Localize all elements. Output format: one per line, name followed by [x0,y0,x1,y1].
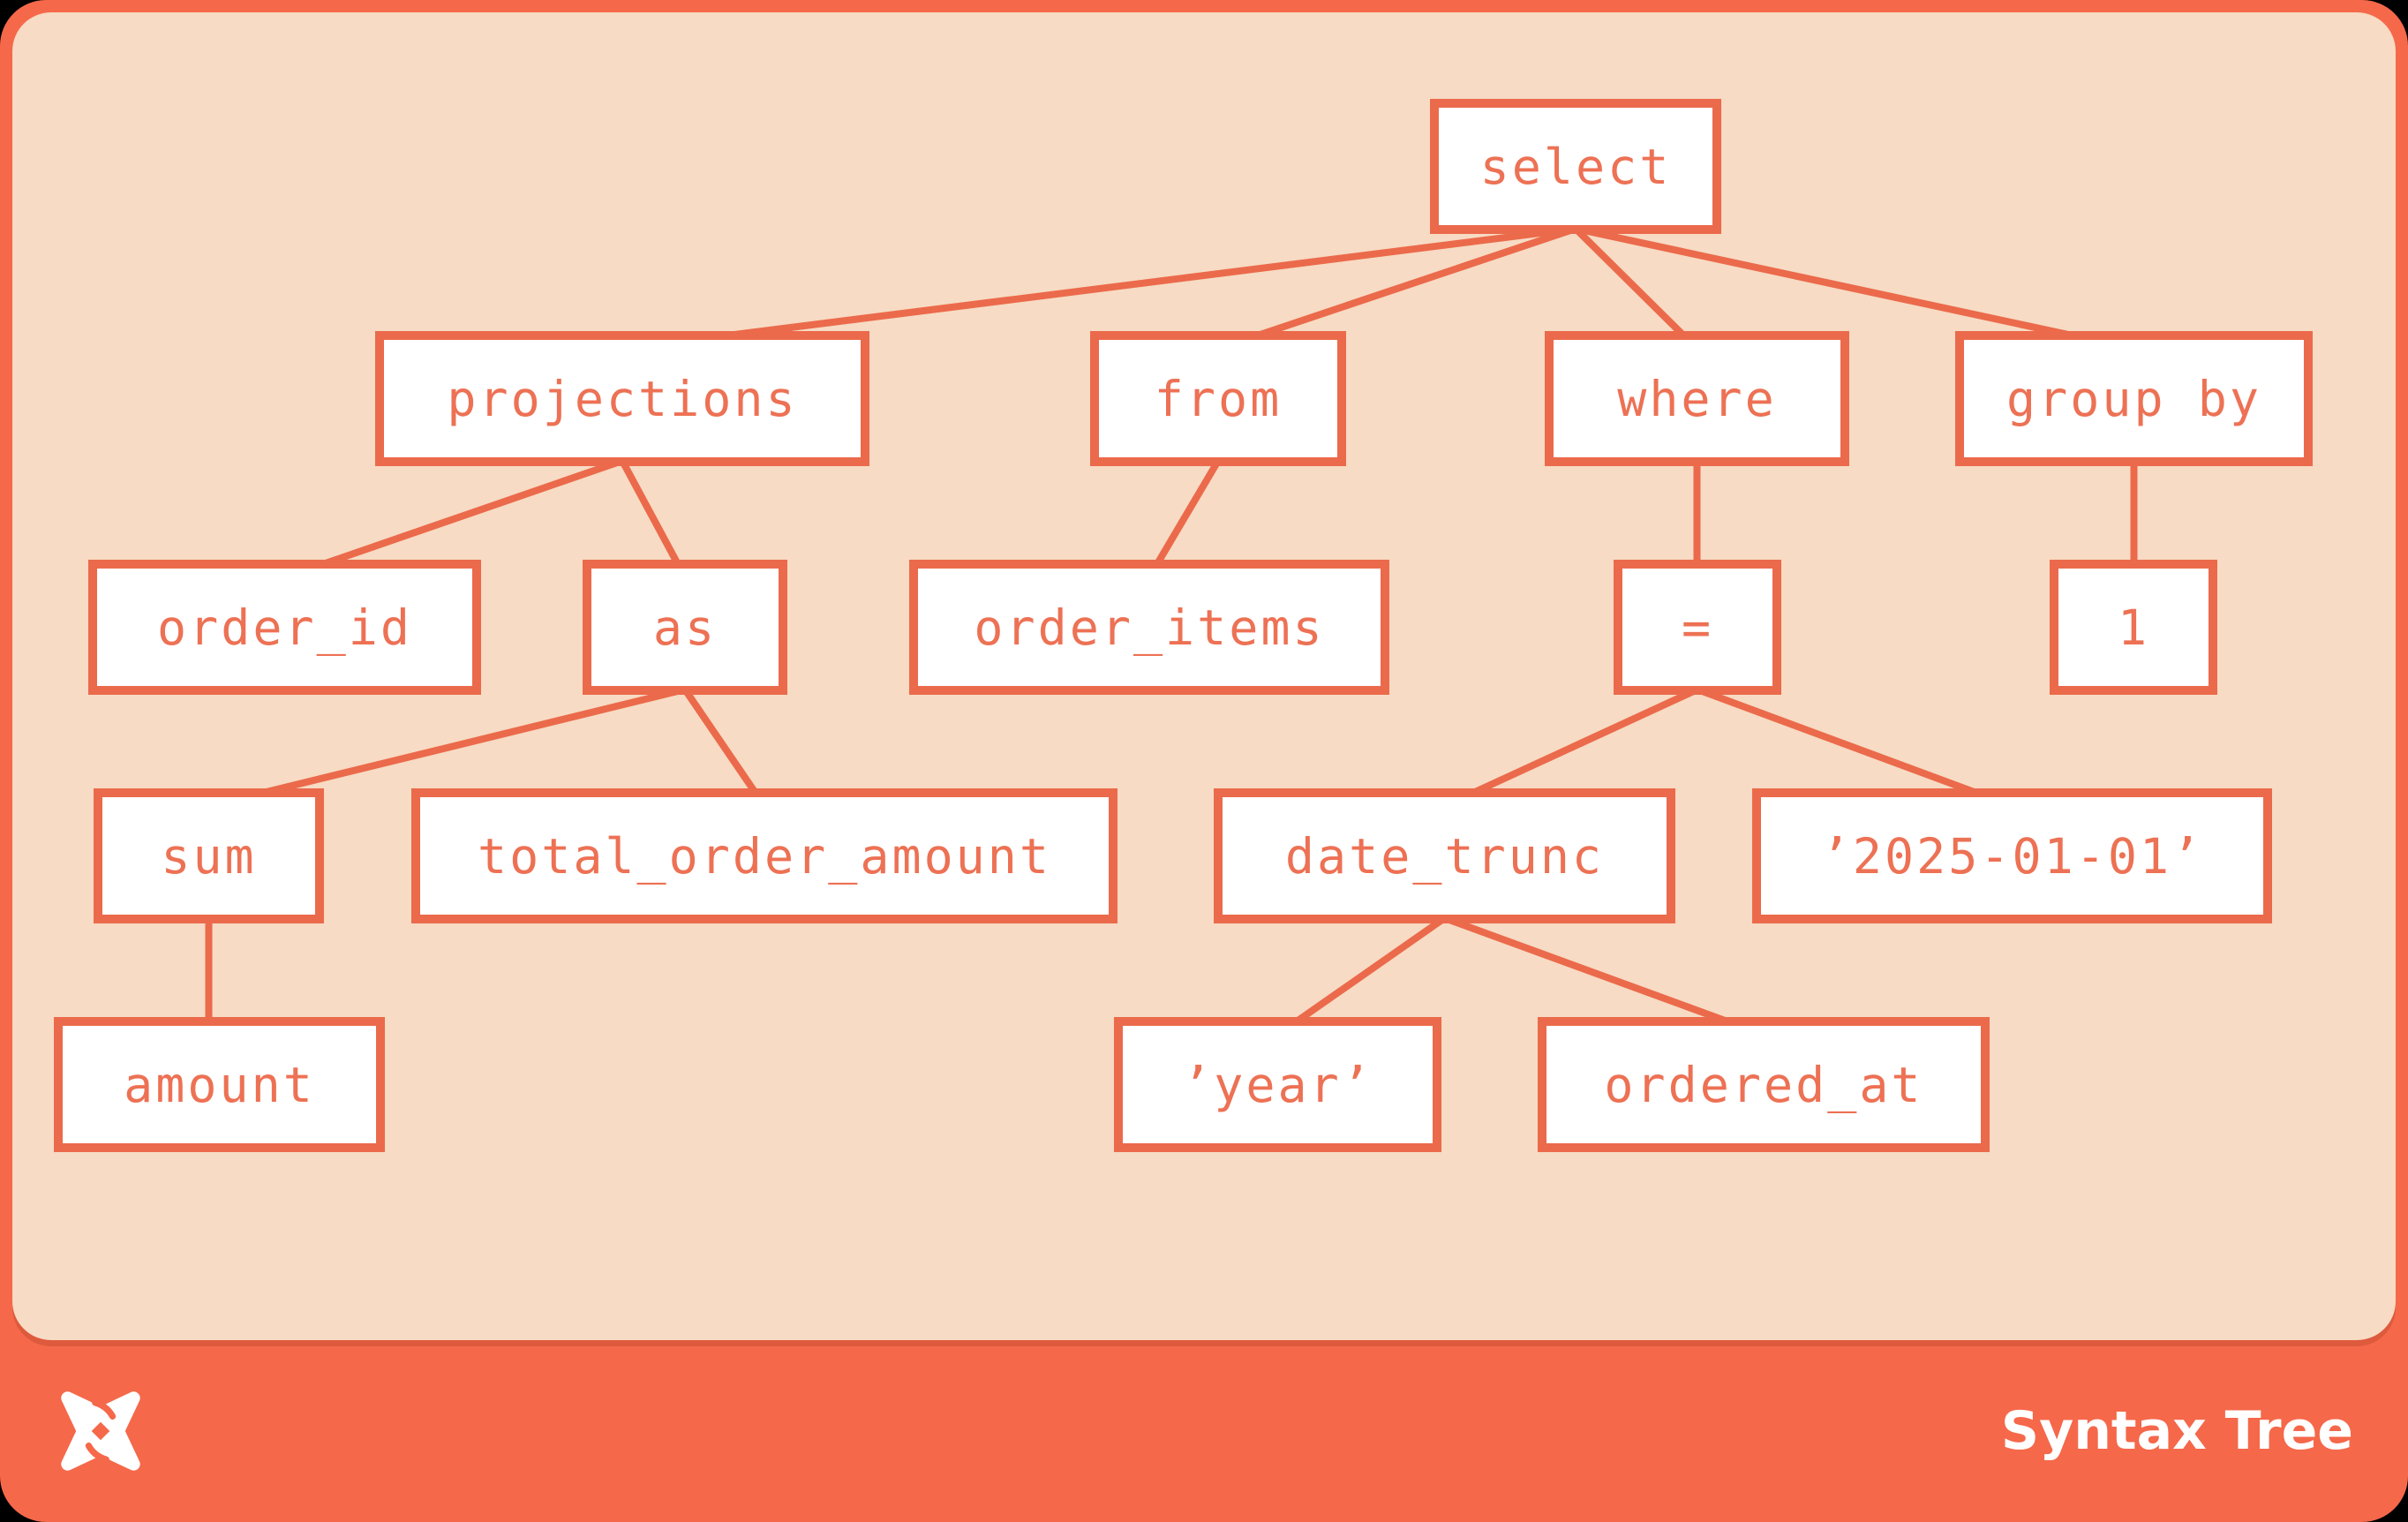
node-amount: amount [54,1017,385,1152]
dbt-logo-icon [61,1391,140,1471]
node-sum: sum [94,788,324,923]
node-label: ordered_at [1604,1056,1923,1113]
dbt-logo-notch-bottom [85,1443,109,1463]
node-label: order_id [157,599,412,656]
edge-date-trunc-to-literal-year [1275,915,1447,1038]
node-select: select [1430,99,1721,234]
node-label: ’year’ [1182,1056,1373,1113]
node-label: sum [161,827,257,885]
node-label: where [1617,370,1777,427]
node-projections: projections [375,331,869,466]
node-date-trunc: date_trunc [1214,788,1675,923]
edge-equals-to-literal-2025 [1696,686,2013,810]
edge-equals-to-date-trunc [1442,686,1699,810]
edge-select-to-where [1573,226,1700,351]
node-one: 1 [2050,560,2217,695]
footer-bar: Syntax Tree [0,1340,2408,1522]
node-label: amount [124,1056,315,1113]
node-label: 1 [2117,599,2150,656]
node-from: from [1090,331,1346,466]
edge-as-to-sum [207,686,686,810]
edge-date-trunc-to-ordered-at [1443,915,1765,1038]
node-order-items: order_items [909,560,1389,695]
brand-title: Syntax Tree [2000,1400,2353,1462]
node-label: select [1479,138,1672,195]
node-label: ’2025-01-01’ [1820,827,2204,885]
node-label: from [1154,370,1283,427]
dbt-logo-notch-top [92,1399,117,1420]
node-label: total_order_amount [477,827,1052,885]
node-where: where [1545,331,1849,466]
node-group-by: group by [1955,331,2313,466]
node-label: projections [447,370,798,427]
node-total-order-amount: total_order_amount [411,788,1117,923]
node-label: = [1681,599,1714,656]
node-label: as [652,599,718,656]
node-literal-2025: ’2025-01-01’ [1752,788,2272,923]
node-as: as [583,560,787,695]
edge-select-to-projections [621,225,1576,352]
edge-as-to-total-order-amount [681,687,768,809]
node-label: group by [2006,370,2261,427]
edge-select-to-from [1216,225,1577,352]
edge-projections-to-order-id [283,457,624,581]
edge-from-to-order-items [1146,458,1222,580]
node-order-id: order_id [88,560,481,695]
node-literal-year: ’year’ [1114,1017,1441,1152]
node-ordered-at: ordered_at [1538,1017,1990,1152]
edge-select-to-group-by [1575,225,2135,352]
node-equals: = [1614,560,1781,695]
node-label: date_trunc [1284,827,1605,885]
edge-projections-to-as [619,459,689,579]
dbt-logo-diamond-hole [91,1421,110,1441]
node-label: order_items [974,599,1325,656]
